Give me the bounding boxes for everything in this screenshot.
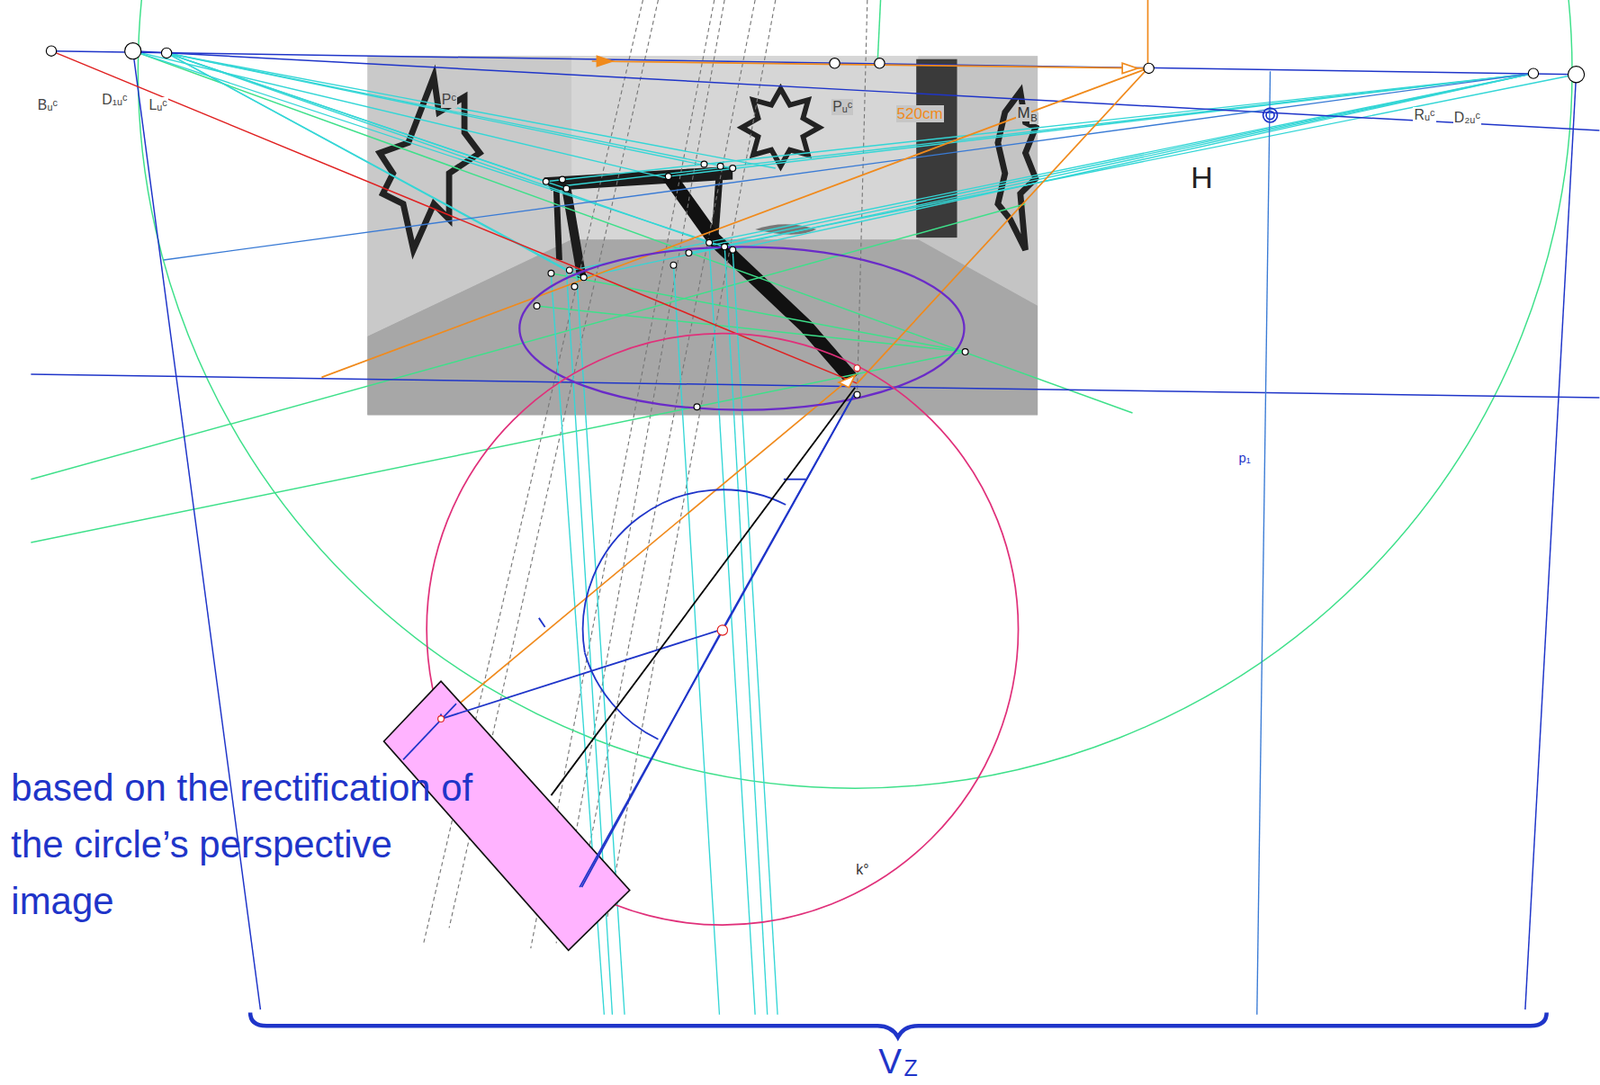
brace [250, 1013, 1547, 1038]
point-label: Pᵤᶜ [831, 98, 854, 116]
note-text: based on the rectification of the circle… [9, 760, 502, 931]
point-label: D₂ᵤᶜ [1453, 109, 1482, 126]
brace-label-subscript: Z [903, 1055, 919, 1082]
dimension-label: 520cm [896, 105, 944, 124]
brace-label: V [877, 1042, 903, 1082]
point-label: M [1015, 104, 1031, 123]
point-label: Bᵤᶜ [36, 97, 59, 114]
point-label-subscript: B [1029, 112, 1039, 125]
point-label: Lᵤᶜ [147, 97, 169, 114]
circle-label: k° [854, 862, 870, 879]
point-label: Rᵤᶜ [1412, 107, 1436, 124]
plane-label: H [1189, 160, 1214, 196]
line-label: p₁ [1237, 450, 1251, 467]
point-label: Pᶜ [440, 91, 458, 108]
point-label: D₁ᵤᶜ [100, 91, 128, 108]
